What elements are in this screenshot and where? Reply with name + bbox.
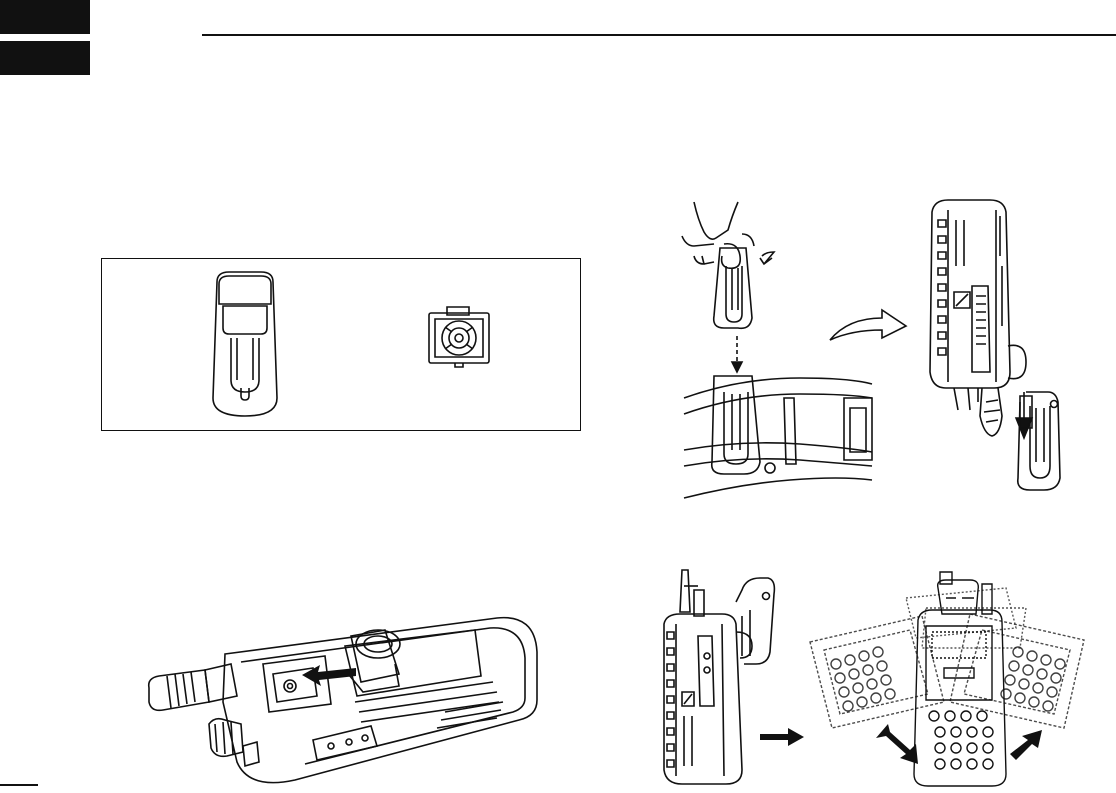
slide-left-arrow — [300, 662, 358, 684]
radio-rotation-illustration — [806, 568, 1106, 790]
flip-arrow — [828, 306, 908, 344]
header-rule — [202, 34, 1116, 36]
section-tab — [0, 0, 90, 34]
attach-adapter-illustration — [145, 612, 543, 790]
accessory-box — [101, 258, 581, 431]
clip-adapter-illustration — [425, 305, 493, 367]
next-step-arrow — [760, 728, 804, 746]
radio-on-clip-illustration — [658, 566, 778, 788]
footer-rule — [0, 784, 38, 786]
section-tab-secondary — [0, 41, 90, 75]
clip-to-belt-illustration — [680, 198, 875, 503]
belt-clip-illustration — [205, 268, 285, 420]
radio-clip-side-illustration — [918, 196, 1063, 496]
